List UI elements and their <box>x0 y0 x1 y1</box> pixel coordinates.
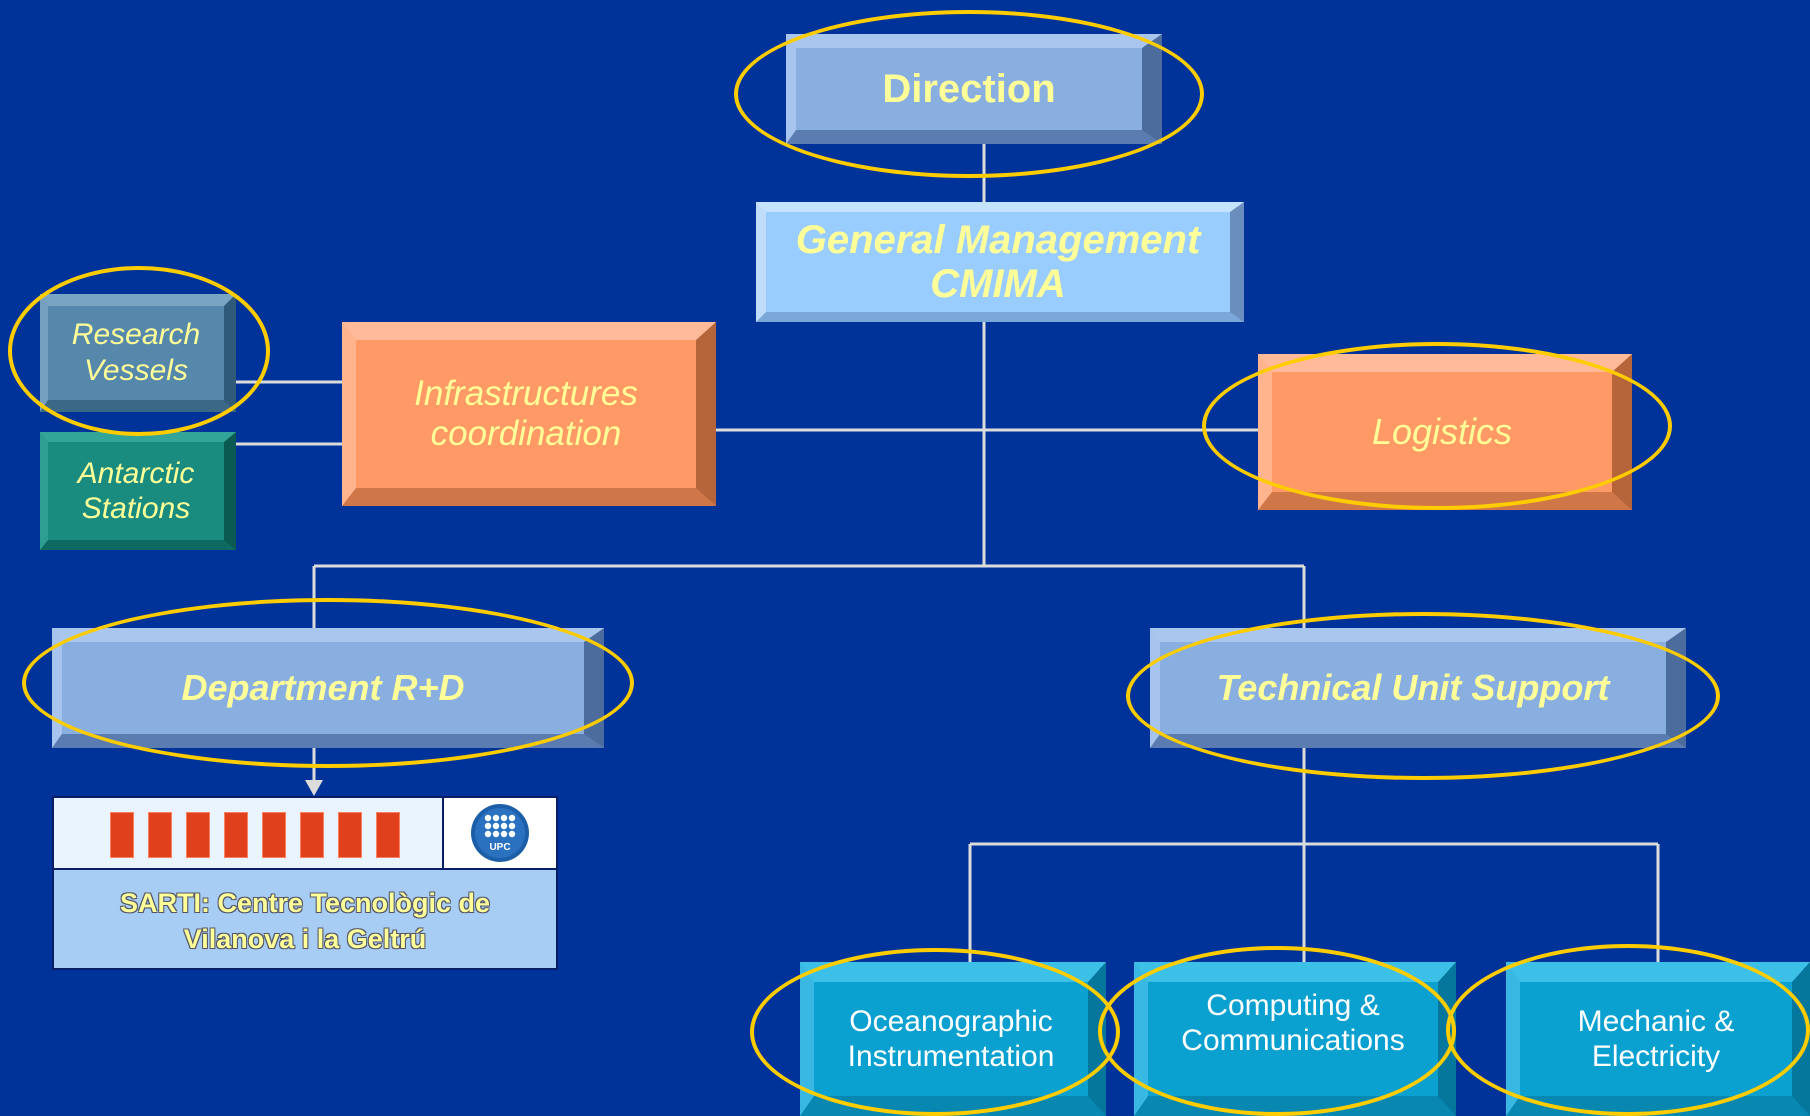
communications-label: Communications <box>1181 1024 1405 1057</box>
upc-logo: UPC <box>444 798 556 870</box>
general-management-box: General Management CMIMA <box>756 202 1244 322</box>
mechanic-label: Mechanic & <box>1577 1005 1735 1038</box>
oceanographic-box: Oceanographic Instrumentation <box>800 962 1106 1116</box>
sarti-block: UPC SARTI: Centre Tecnològic de Vilanova… <box>52 796 558 970</box>
antarctic-label: Antarctic <box>77 457 195 490</box>
upc-logo-text: UPC <box>489 842 510 853</box>
sarti-logo-bar <box>110 812 134 858</box>
sarti-line-1: SARTI: Centre Tecnològic de <box>119 888 491 918</box>
infrastructures-label: Infrastructures <box>414 374 638 413</box>
instrumentation-label: Instrumentation <box>847 1040 1055 1073</box>
mechanic-box: Mechanic & Electricity <box>1506 962 1810 1116</box>
sarti-logo-bar <box>338 812 362 858</box>
cmima-label: CMIMA <box>930 262 1066 306</box>
logistics-label: Logistics <box>1371 411 1513 452</box>
electricity-label: Electricity <box>1591 1040 1721 1073</box>
sarti-caption: SARTI: Centre Tecnològic de Vilanova i l… <box>54 874 556 968</box>
technical-unit-support-box: Technical Unit Support <box>1150 628 1686 748</box>
antarctic-stations-box: Antarctic Stations <box>40 432 236 550</box>
department-rd-box: Department R+D <box>52 628 604 748</box>
computing-box: Computing & Communications <box>1134 962 1456 1116</box>
research-vessels-box: Research Vessels <box>40 294 236 412</box>
oceanographic-label: Oceanographic <box>849 1005 1053 1038</box>
sarti-line-2: Vilanova i la Geltrú <box>183 924 427 954</box>
sarti-logo-bar <box>300 812 324 858</box>
sarti-logo-bar <box>148 812 172 858</box>
sarti-logo-bar <box>262 812 286 858</box>
computing-label: Computing & <box>1206 989 1380 1022</box>
logistics-box: Logistics <box>1258 354 1632 510</box>
arrowhead-rd-sarti <box>305 780 323 796</box>
sarti-logo-strip <box>54 798 444 870</box>
vessels-label: Vessels <box>84 354 188 387</box>
sarti-logo-bar <box>376 812 400 858</box>
coordination-label: coordination <box>430 414 622 453</box>
upc-logo-icon: UPC <box>471 804 529 862</box>
infrastructures-box: Infrastructures coordination <box>342 322 716 506</box>
research-label: Research <box>71 318 201 351</box>
technical-unit-support-label: Technical Unit Support <box>1216 667 1610 708</box>
direction-box: Direction <box>786 34 1162 144</box>
direction-label: Direction <box>882 66 1056 111</box>
stations-label: Stations <box>81 492 191 525</box>
sarti-logo-bar <box>224 812 248 858</box>
general-management-label: General Management <box>795 218 1201 262</box>
sarti-logo-bar <box>186 812 210 858</box>
department-rd-label: Department R+D <box>181 667 465 708</box>
